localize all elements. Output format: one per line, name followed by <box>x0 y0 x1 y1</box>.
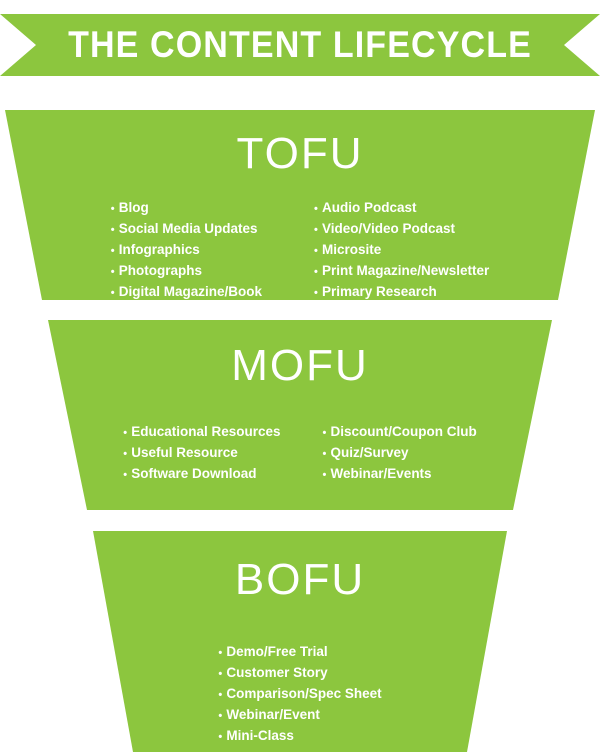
list-item: Comparison/Spec Sheet <box>218 684 381 705</box>
funnel-stage-bofu: BOFU Demo/Free Trial Customer Story Comp… <box>93 531 507 752</box>
list-item: Webinar/Event <box>218 705 381 726</box>
bullet-column-right-tofu: Audio Podcast Video/Video Podcast Micros… <box>314 198 489 300</box>
bullet-dot-icon <box>111 219 119 240</box>
list-item: Microsite <box>314 240 489 261</box>
list-item-label: Audio Podcast <box>321 200 417 215</box>
list-item: Customer Story <box>218 663 381 684</box>
list-item: Useful Resource <box>123 443 280 464</box>
list-item-label: Infographics <box>118 242 200 257</box>
bullet-dot-icon <box>111 198 119 219</box>
list-item-label: Social Media Updates <box>118 221 258 236</box>
list-item: Primary Research <box>314 282 489 300</box>
list-item: Educational Resources <box>123 422 280 443</box>
bullet-columns-mofu: Educational Resources Useful Resource So… <box>123 422 477 485</box>
bullet-dot-icon <box>314 198 322 219</box>
bullet-dot-icon <box>218 684 226 705</box>
list-item: Video/Video Podcast <box>314 219 489 240</box>
bullet-column-left-tofu: Blog Social Media Updates Infographics P… <box>111 198 262 300</box>
bullet-dot-icon <box>218 642 226 663</box>
list-item-label: Software Download <box>131 466 257 481</box>
list-item-label: Customer Story <box>226 665 328 680</box>
list-item-label: Webinar/Events <box>330 466 432 481</box>
ribbon-banner-shape <box>0 14 600 76</box>
list-item-label: Photographs <box>118 263 202 278</box>
list-item-label: Print Magazine/Newsletter <box>321 263 490 278</box>
list-item: Software Download <box>123 464 280 485</box>
bullet-column-left-mofu: Educational Resources Useful Resource So… <box>123 422 280 485</box>
list-item-label: Video/Video Podcast <box>321 221 456 236</box>
bullet-dot-icon <box>218 663 226 684</box>
bullet-dot-icon <box>123 443 131 464</box>
list-item-label: Microsite <box>321 242 382 257</box>
list-item: Webinar/Events <box>323 464 477 485</box>
bullet-dot-icon <box>111 240 119 261</box>
bullet-dot-icon <box>314 219 322 240</box>
header-ribbon: THE CONTENT LIFECYCLE <box>0 14 600 76</box>
bullet-dot-icon <box>323 422 331 443</box>
list-item-label: Useful Resource <box>131 445 238 460</box>
bullet-column-right-mofu: Discount/Coupon Club Quiz/Survey Webinar… <box>323 422 477 485</box>
list-item: Demo/Free Trial <box>218 642 381 663</box>
bullet-dot-icon <box>314 282 322 300</box>
stage-content-mofu: MOFU Educational Resources Useful Resour… <box>48 320 552 510</box>
list-item-label: Educational Resources <box>131 424 281 439</box>
bullet-dot-icon <box>314 240 322 261</box>
bullet-column-bofu: Demo/Free Trial Customer Story Compariso… <box>218 642 381 747</box>
list-item: Print Magazine/Newsletter <box>314 261 489 282</box>
bullet-dot-icon <box>111 261 119 282</box>
page-title: THE CONTENT LIFECYCLE <box>68 23 532 65</box>
bullet-dot-icon <box>111 282 119 300</box>
bullet-dot-icon <box>323 464 331 485</box>
list-item-label: Demo/Free Trial <box>226 644 328 659</box>
bullet-dot-icon <box>218 726 226 747</box>
bullet-columns-tofu: Blog Social Media Updates Infographics P… <box>111 198 490 300</box>
list-item-label: Discount/Coupon Club <box>330 424 477 439</box>
stage-title-tofu: TOFU <box>236 129 364 178</box>
bullet-dot-icon <box>123 422 131 443</box>
list-item-label: Webinar/Event <box>226 707 320 722</box>
funnel-stage-tofu: TOFU Blog Social Media Updates Infograph… <box>5 110 595 300</box>
bullet-columns-bofu: Demo/Free Trial Customer Story Compariso… <box>218 642 381 747</box>
stage-content-tofu: TOFU Blog Social Media Updates Infograph… <box>5 110 595 300</box>
list-item: Discount/Coupon Club <box>323 422 477 443</box>
list-item-label: Blog <box>118 200 149 215</box>
bullet-dot-icon <box>123 464 131 485</box>
list-item: Digital Magazine/Book <box>111 282 262 300</box>
bullet-dot-icon <box>314 261 322 282</box>
list-item-label: Digital Magazine/Book <box>118 284 262 299</box>
list-item-label: Comparison/Spec Sheet <box>226 686 382 701</box>
bullet-dot-icon <box>323 443 331 464</box>
list-item: Mini-Class <box>218 726 381 747</box>
list-item: Photographs <box>111 261 262 282</box>
list-item: Social Media Updates <box>111 219 262 240</box>
list-item-label: Primary Research <box>321 284 437 299</box>
funnel-stage-mofu: MOFU Educational Resources Useful Resour… <box>48 320 552 510</box>
list-item: Infographics <box>111 240 262 261</box>
bullet-dot-icon <box>218 705 226 726</box>
list-item-label: Quiz/Survey <box>330 445 409 460</box>
stage-content-bofu: BOFU Demo/Free Trial Customer Story Comp… <box>93 531 507 752</box>
list-item-label: Mini-Class <box>226 728 294 743</box>
list-item: Blog <box>111 198 262 219</box>
stage-title-bofu: BOFU <box>234 555 366 604</box>
stage-title-mofu: MOFU <box>231 341 369 390</box>
list-item: Audio Podcast <box>314 198 489 219</box>
list-item: Quiz/Survey <box>323 443 477 464</box>
